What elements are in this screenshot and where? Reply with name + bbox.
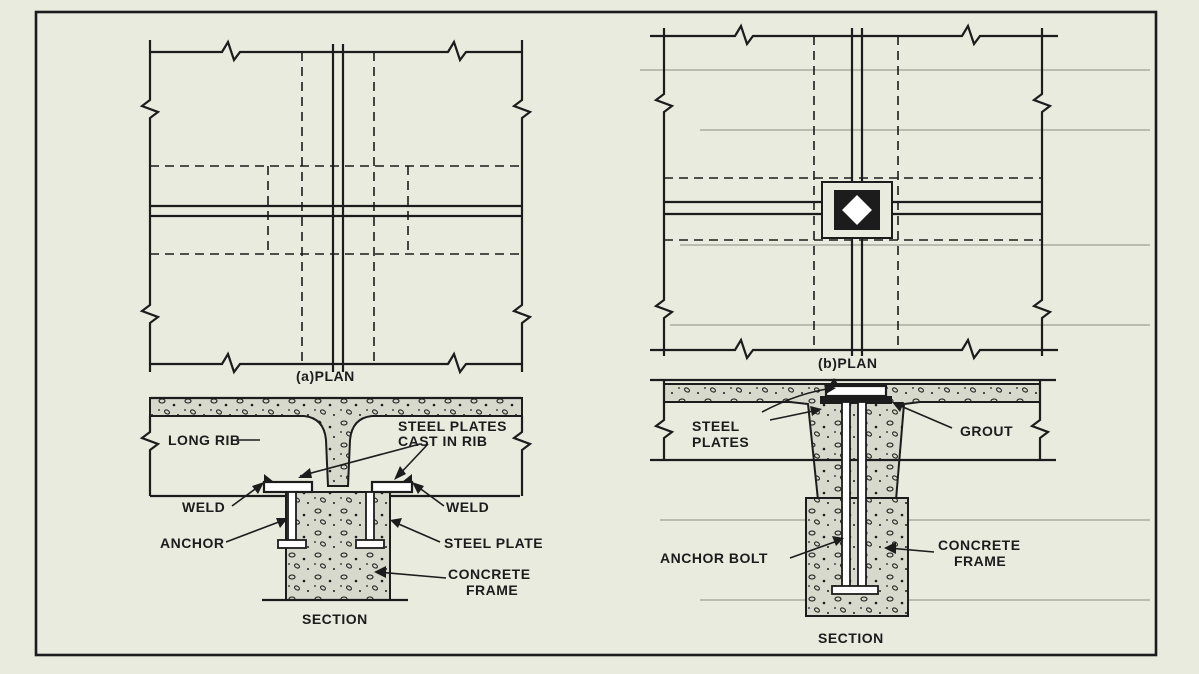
plan-a-label: (a)PLAN [296,368,355,384]
anchor-right [355,491,385,549]
weld-left-label: WELD [182,499,225,515]
long-rib-label: LONG RIB [168,432,240,448]
figure-border [34,10,1158,657]
steel-plate-left [262,480,314,494]
figure-a: (a)PLAN [139,39,543,627]
weld-right-label: WELD [446,499,489,515]
steel-plates-label-2: PLATES [692,434,749,450]
section-b-label: SECTION [818,630,884,646]
concrete-frame-b-label-1: CONCRETE [938,537,1021,553]
steel-plates-label-1: STEEL [692,418,740,434]
anchor-bolt [831,401,879,595]
steel-plates-cast-in-rib-label-1: STEEL PLATES [398,418,507,434]
anchor-bolt-label: ANCHOR BOLT [660,550,768,566]
concrete-frame-label-1: CONCRETE [448,566,531,582]
plan-b [650,23,1058,361]
section-b [650,378,1056,617]
steel-plate-label: STEEL PLATE [444,535,543,551]
concrete-frame-label-2: FRAME [466,582,518,598]
concrete-frame-b-label-2: FRAME [954,553,1006,569]
steel-plates-cast-in-rib-label-2: CAST IN RIB [398,433,488,449]
figure-b: (b)PLAN [650,23,1058,646]
plan-a [139,39,533,375]
anchor-label: ANCHOR [160,535,224,551]
plan-b-label: (b)PLAN [818,355,878,371]
section-a-label: SECTION [302,611,368,627]
steel-plate-right [370,480,414,494]
grout-label: GROUT [960,423,1013,439]
anchor-left [277,491,307,549]
section-a [139,396,533,602]
